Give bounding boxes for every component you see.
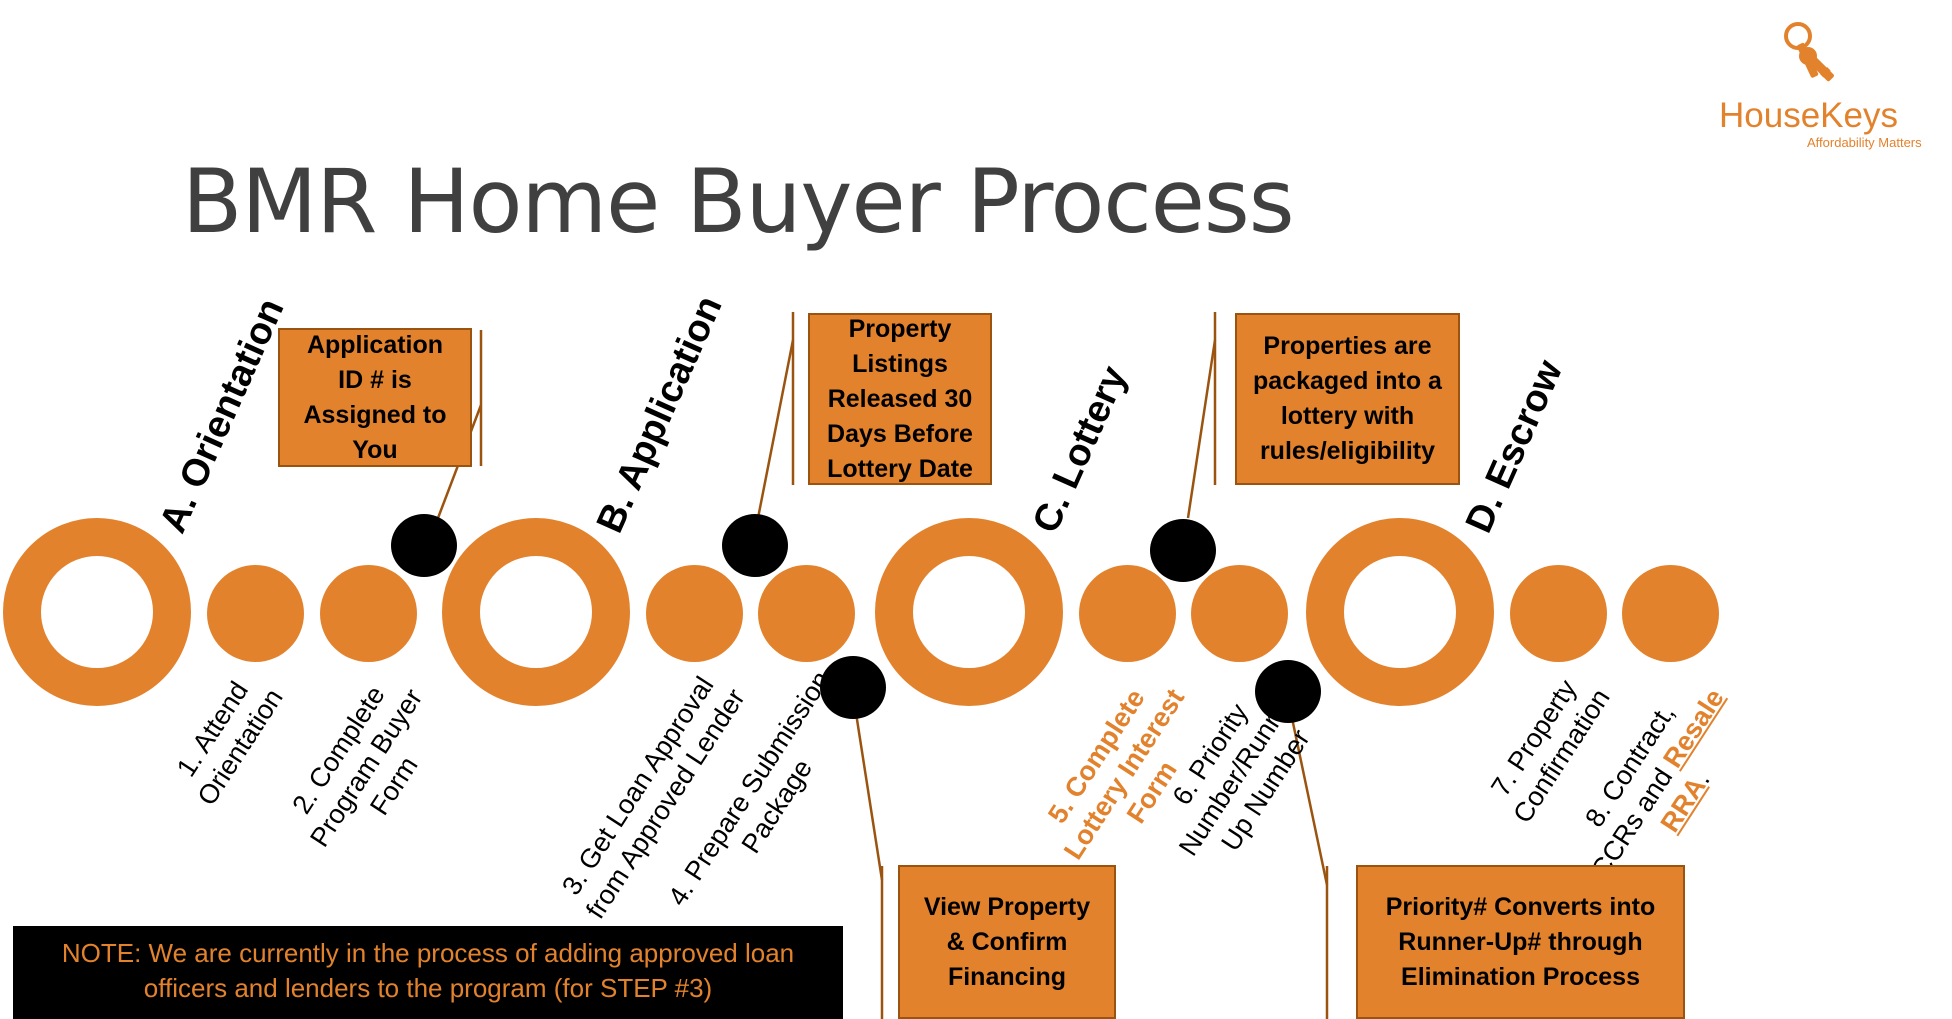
step-4-dot	[758, 565, 855, 662]
connector-view-diag	[854, 712, 884, 881]
milestone-dot-listings	[722, 514, 788, 577]
application-ring	[442, 518, 630, 706]
step-7-dot	[1510, 565, 1607, 662]
logo-tagline: Affordability Matters	[1807, 135, 1922, 150]
step-5-dot	[1079, 565, 1176, 662]
note-line-1: NOTE: We are currently in the process of…	[61, 938, 795, 968]
housekeys-logo: HouseKeys Affordability Matters	[1700, 18, 1950, 158]
milestone-dot-view	[820, 656, 886, 719]
milestone-dot-priority	[1255, 660, 1321, 723]
callout-priority-converts: Priority# Converts into Runner-Up# throu…	[1356, 865, 1685, 1019]
connector-packaged-diag	[1186, 339, 1217, 519]
step-6-dot	[1191, 565, 1288, 662]
page-title: BMR Home Buyer Process	[182, 150, 1295, 253]
keys-icon	[1784, 22, 1834, 82]
logo-name: HouseKeys	[1719, 96, 1898, 135]
callout-view-property: View Property & Confirm Financing	[898, 865, 1116, 1019]
lottery-ring	[875, 518, 1063, 706]
callout-application-id: Application ID # is Assigned to You	[278, 328, 472, 467]
orientation-ring	[3, 518, 191, 706]
step-8-dot	[1622, 565, 1719, 662]
step-2-dot	[320, 565, 417, 662]
step-1-dot	[207, 565, 304, 662]
milestone-dot-packaged	[1150, 519, 1216, 582]
step-3-dot	[646, 565, 743, 662]
callout-property-listings: Property Listings Released 30 Days Befor…	[808, 313, 992, 485]
milestone-dot-app-id	[391, 514, 457, 577]
note-banner: NOTE: We are currently in the process of…	[13, 926, 843, 1019]
connector-listings-diag	[756, 339, 795, 519]
escrow-ring	[1306, 518, 1494, 706]
connector-priority-diag	[1290, 717, 1329, 886]
callout-properties-packaged: Properties are packaged into a lottery w…	[1235, 313, 1460, 485]
note-line-2: officers and lenders to the program (for…	[143, 973, 713, 1003]
